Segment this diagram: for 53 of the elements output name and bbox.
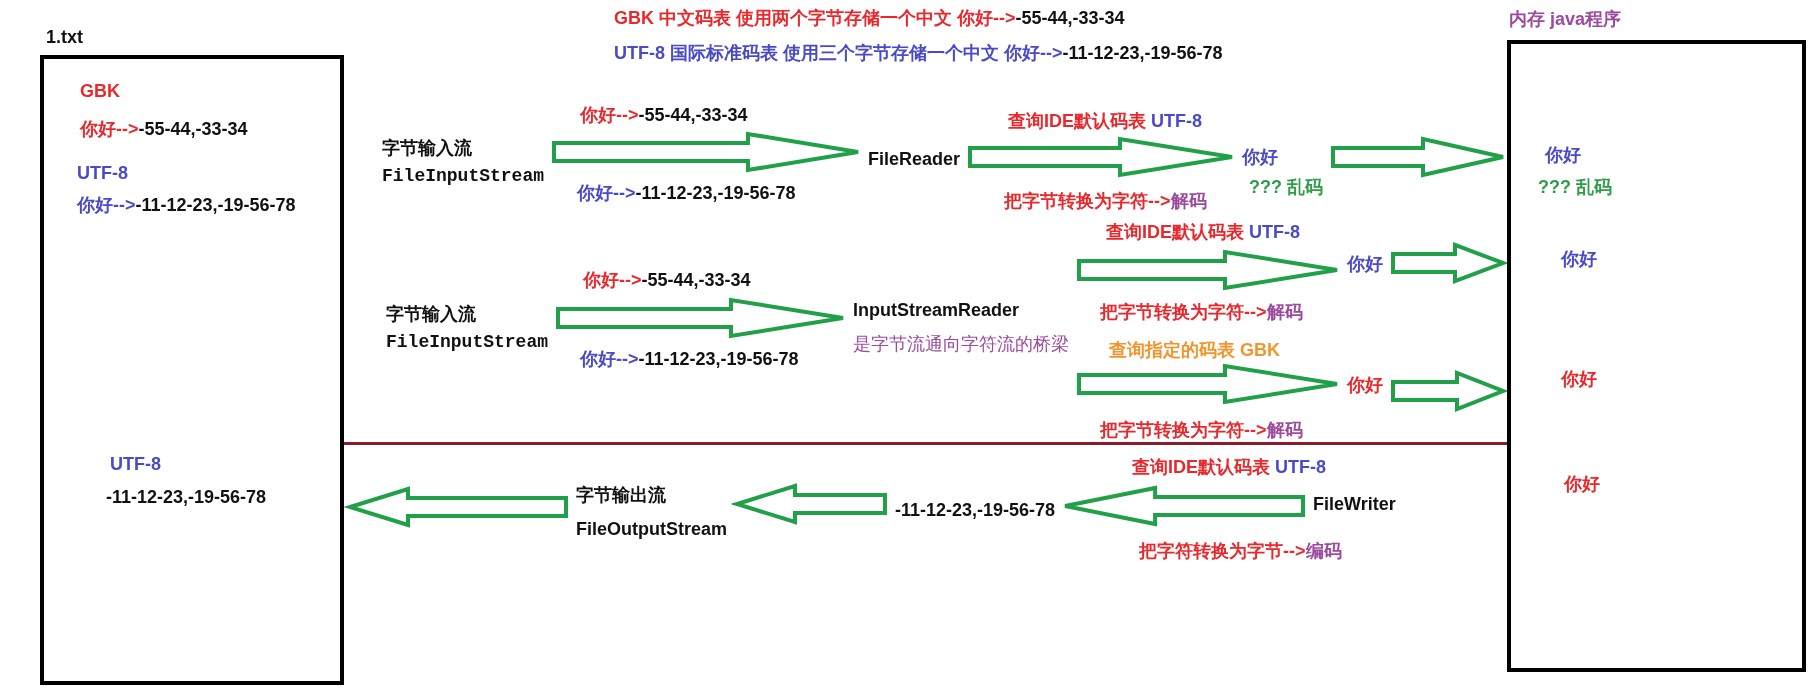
decoded-text: 你好 — [1347, 374, 1383, 396]
decode-note: 把字节转换为字符-->解码 — [1100, 301, 1303, 323]
byte-values: -11-12-23,-19-56-78 — [106, 486, 267, 508]
garbled-text-note: ??? 乱码 — [1249, 176, 1323, 198]
class-name: FileInputStream — [386, 331, 549, 353]
block-arrow — [1063, 485, 1305, 527]
stream-type-label: 字节输入流 — [386, 303, 476, 325]
garbled-text-note: ??? 乱码 — [1538, 176, 1612, 198]
class-name: FileReader — [868, 148, 961, 170]
class-name: FileInputStream — [382, 165, 545, 187]
block-arrow — [1391, 242, 1509, 284]
charset-lookup-note: 查询指定的码表 GBK — [1109, 339, 1280, 361]
class-name: FileWriter — [1313, 493, 1396, 515]
byte-mapping-text: 你好-->-11-12-23,-19-56-78 — [577, 182, 796, 204]
block-arrow — [968, 136, 1234, 178]
encoding-note: UTF-8 国际标准码表 使用三个字节存储一个中文 你好-->-11-12-23,-19-56-78 — [614, 42, 1223, 64]
decode-note: 把字节转换为字符-->解码 — [1100, 419, 1303, 441]
block-arrow — [1077, 363, 1339, 405]
block-arrow — [1331, 136, 1505, 178]
stream-type-label: 字节输出流 — [576, 484, 666, 506]
decoded-text: 你好 — [1561, 368, 1597, 390]
block-arrow — [552, 131, 860, 173]
charset-name: UTF-8 — [77, 162, 128, 184]
file-name: 1.txt — [46, 26, 83, 48]
decoded-text: 你好 — [1242, 146, 1278, 168]
byte-values: -11-12-23,-19-56-78 — [895, 499, 1056, 521]
decoded-text: 你好 — [1561, 248, 1597, 270]
block-arrow — [343, 486, 568, 528]
byte-mapping-text: 你好-->-11-12-23,-19-56-78 — [580, 348, 799, 370]
block-arrow — [1391, 370, 1509, 412]
decoded-text: 你好 — [1545, 144, 1581, 166]
stream-type-label: 字节输入流 — [382, 137, 472, 159]
byte-mapping-text: 你好-->-55-44,-33-34 — [580, 104, 748, 126]
class-description: 是字节流通向字符流的桥梁 — [853, 333, 1069, 355]
charset-lookup-note: 查询IDE默认码表 UTF-8 — [1132, 456, 1326, 478]
decoded-text: 你好 — [1347, 253, 1383, 275]
block-arrow — [556, 297, 845, 339]
encoded-bytes-text: 你好-->-55-44,-33-34 — [80, 118, 248, 140]
charset-name: UTF-8 — [110, 453, 161, 475]
charset-lookup-note: 查询IDE默认码表 UTF-8 — [1106, 221, 1300, 243]
class-name: FileOutputStream — [576, 518, 727, 540]
encoded-bytes-text: 你好-->-11-12-23,-19-56-78 — [77, 194, 296, 216]
block-arrow — [730, 483, 887, 525]
byte-mapping-text: 你好-->-55-44,-33-34 — [583, 269, 751, 291]
box-heading: 内存 java程序 — [1509, 8, 1622, 30]
encoding-note: GBK 中文码表 使用两个字节存储一个中文 你好-->-55-44,-33-34 — [614, 7, 1125, 29]
class-name: InputStreamReader — [853, 299, 1020, 321]
decode-note: 把字节转换为字符-->解码 — [1004, 190, 1207, 212]
charset-name: GBK — [80, 80, 120, 102]
encode-note: 把字符转换为字节-->编码 — [1139, 540, 1342, 562]
charset-lookup-note: 查询IDE默认码表 UTF-8 — [1008, 110, 1202, 132]
decoded-text: 你好 — [1564, 473, 1600, 495]
block-arrow — [1077, 249, 1339, 291]
